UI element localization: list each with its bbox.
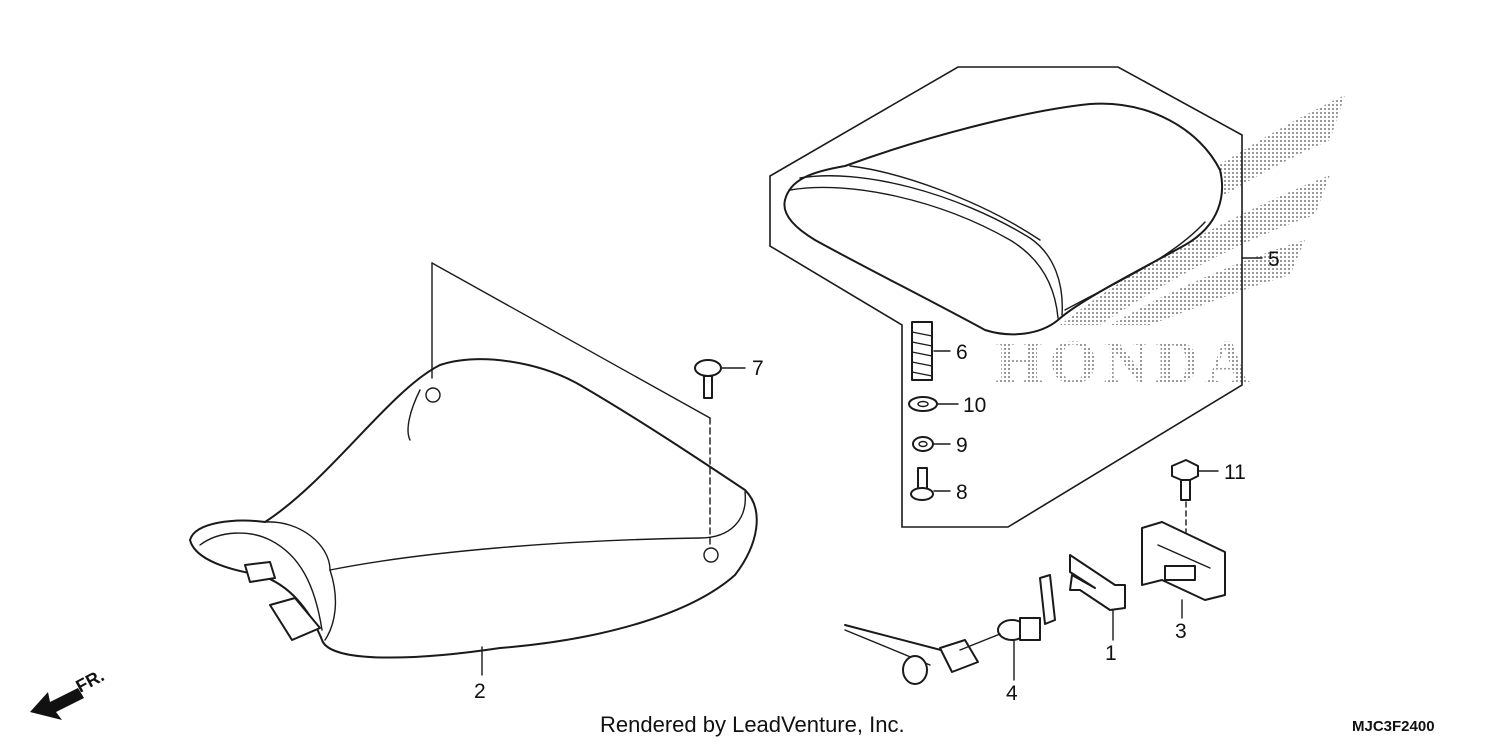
callout-6: 6 [956, 341, 968, 364]
spring-6 [911, 321, 933, 381]
honda-watermark-text: HONDA [995, 329, 1256, 397]
rear-seat-assembly-box [769, 66, 1243, 528]
bolt-8 [910, 467, 934, 501]
rear-seat-cowl [783, 102, 1224, 336]
callout-7: 7 [752, 357, 764, 380]
diagram-code: MJC3F2400 [1352, 718, 1435, 735]
callout-4: 4 [1006, 682, 1018, 705]
callout-10: 10 [963, 394, 986, 417]
callout-11: 11 [1224, 461, 1246, 484]
bolt-7 [694, 359, 722, 399]
washer-10 [908, 396, 938, 412]
front-seat-reference-line [431, 262, 711, 419]
callout-5: 5 [1268, 248, 1280, 271]
nut-9 [912, 436, 934, 452]
callout-3: 3 [1175, 620, 1187, 643]
callout-9: 9 [956, 434, 968, 457]
seat-catch-bracket-3 [1141, 521, 1226, 601]
callout-1: 1 [1105, 642, 1117, 665]
render-credit: Rendered by LeadVenture, Inc. [600, 712, 905, 737]
front-seat [189, 358, 758, 659]
leader-lines [481, 257, 1263, 681]
clip-1 [1069, 554, 1126, 611]
front-direction-arrow: FR. [30, 665, 107, 720]
callout-8: 8 [956, 481, 968, 504]
seat-lock-key-set-4 [844, 574, 1056, 685]
bolt-11 [1171, 459, 1199, 501]
callout-2: 2 [474, 680, 486, 703]
